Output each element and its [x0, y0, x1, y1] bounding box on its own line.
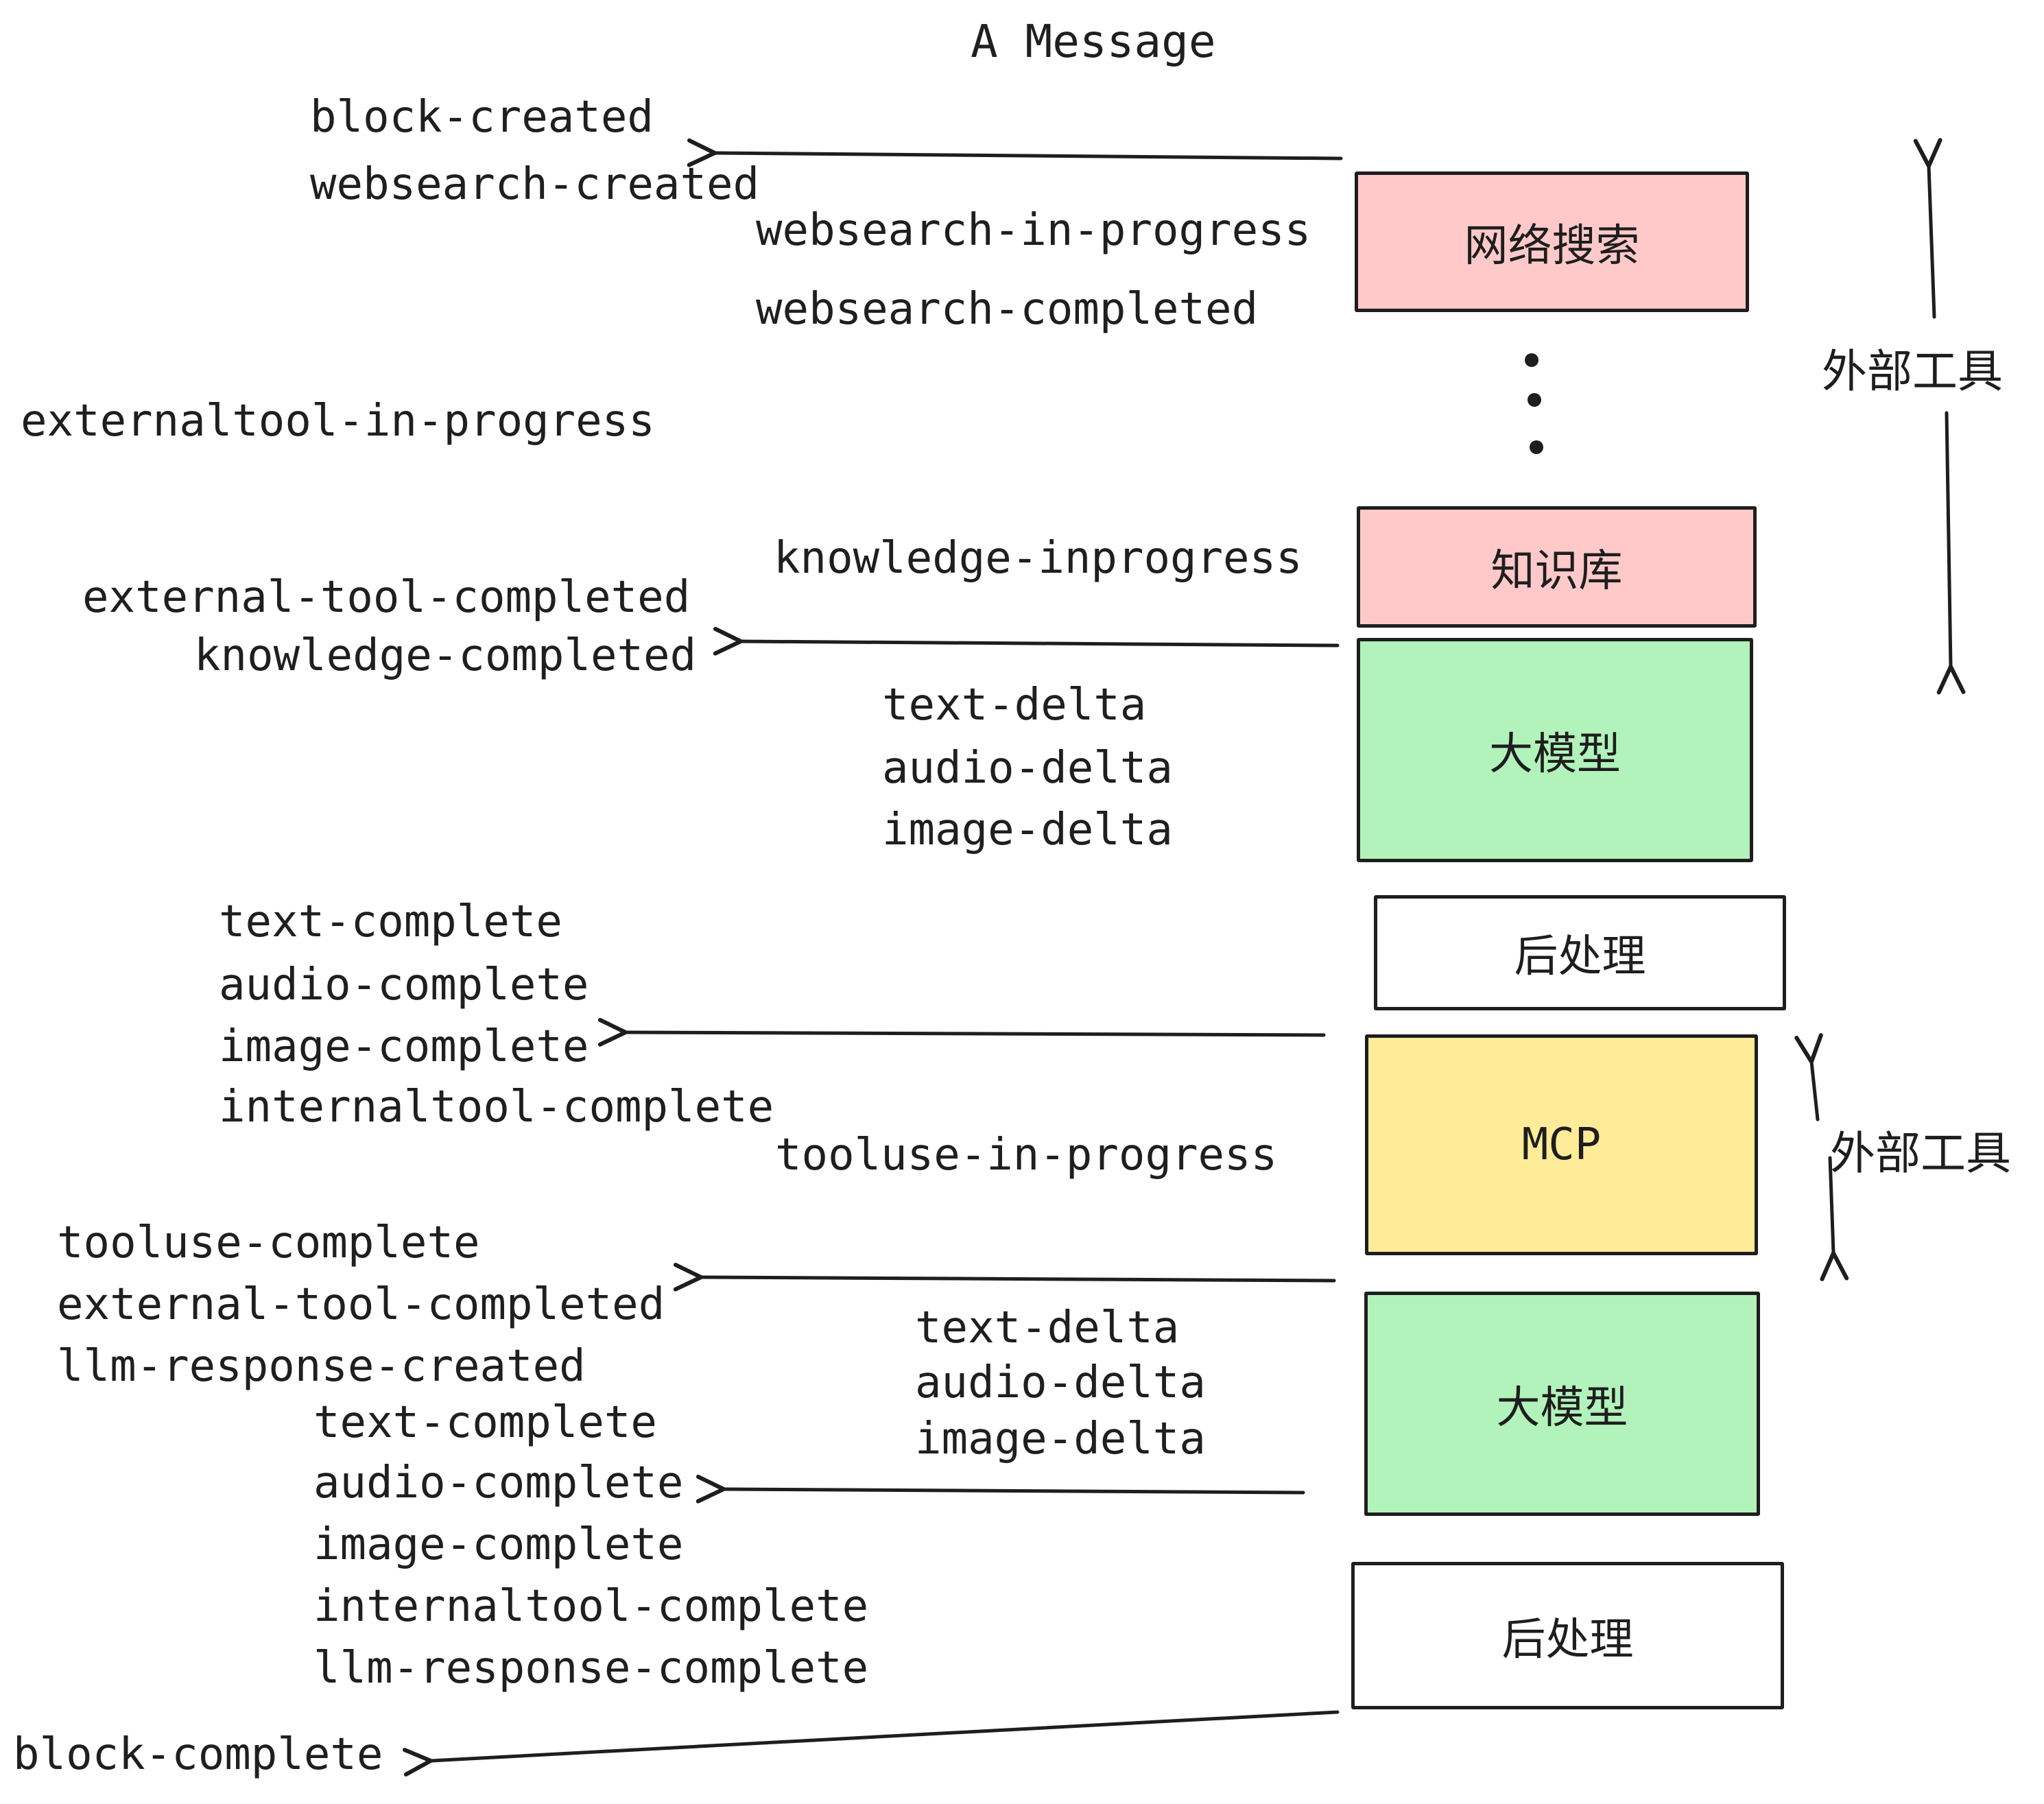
event-audio-delta-2: audio-delta [915, 1357, 1206, 1408]
event-llm-response-created: llm-response-created [57, 1341, 586, 1392]
event-tooluse-complete: tooluse-complete [57, 1218, 480, 1268]
arrow-to-audio-complete-2 [724, 1489, 1305, 1493]
event-audio-complete-1: audio-complete [219, 960, 589, 1010]
box-llm-2-label: 大模型 [1496, 1382, 1628, 1434]
box-postprocess-2-label: 后处理 [1501, 1614, 1634, 1665]
box-websearch: 网络搜索 [1355, 171, 1749, 312]
ellipsis-dots [1525, 353, 1543, 454]
diagram-title: A Message [971, 15, 1216, 68]
event-knowledge-inprogress: knowledge-inprogress [774, 533, 1303, 584]
external-tools-label-top: 外部工具 [1822, 345, 2003, 398]
box-mcp: MCP [1365, 1034, 1758, 1255]
box-postprocess-2: 后处理 [1351, 1562, 1784, 1709]
event-external-tool-completed-2: external-tool-completed [57, 1279, 665, 1330]
event-block-created: block-created [310, 92, 654, 143]
event-image-complete-1: image-complete [219, 1021, 589, 1072]
event-text-complete-2: text-complete [313, 1397, 657, 1448]
arrow-to-block-complete [431, 1710, 1340, 1761]
external-tools-up-arrow-1 [1929, 166, 1934, 319]
event-websearch-created: websearch-created [310, 159, 760, 210]
event-image-delta-1: image-delta [882, 805, 1173, 855]
arrow-to-tooluse-complete [701, 1277, 1336, 1281]
event-image-complete-2: image-complete [313, 1519, 684, 1570]
box-mcp-label: MCP [1521, 1119, 1602, 1170]
box-llm-1: 大模型 [1357, 638, 1753, 862]
event-websearch-in-progress: websearch-in-progress [756, 205, 1311, 256]
event-image-delta-2: image-delta [915, 1414, 1206, 1464]
event-llm-response-complete: llm-response-complete [313, 1643, 869, 1694]
box-knowledge: 知识库 [1357, 506, 1757, 628]
box-postprocess-1: 后处理 [1374, 895, 1786, 1010]
box-websearch-label: 网络搜索 [1464, 220, 1640, 272]
event-websearch-completed: websearch-completed [756, 284, 1259, 335]
event-internaltool-complete-1: internaltool-complete [219, 1082, 774, 1132]
event-text-delta-2: text-delta [915, 1303, 1180, 1353]
external-tools-label-mid: 外部工具 [1830, 1127, 2011, 1180]
external-tools-up-arrow-2 [1811, 1062, 1818, 1121]
event-audio-complete-2: audio-complete [313, 1458, 684, 1508]
arrow-to-image-complete [626, 1032, 1326, 1035]
event-audio-delta-1: audio-delta [882, 743, 1173, 794]
box-llm-1-label: 大模型 [1489, 728, 1621, 780]
event-internaltool-complete-2: internaltool-complete [313, 1581, 869, 1632]
external-tools-down-arrow-1 [1947, 411, 1951, 667]
event-external-tool-completed-1: external-tool-completed [82, 572, 691, 623]
event-text-delta-1: text-delta [882, 680, 1147, 731]
box-knowledge-label: 知识库 [1490, 545, 1623, 597]
event-knowledge-completed: knowledge-completed [194, 630, 697, 681]
arrow-to-knowledge-completed [741, 641, 1340, 645]
arrow-to-websearch-created [715, 153, 1343, 158]
event-text-complete-1: text-complete [219, 897, 562, 947]
event-externaltool-in-progress: externaltool-in-progress [21, 396, 655, 447]
box-llm-2: 大模型 [1364, 1292, 1760, 1516]
event-block-complete: block-complete [13, 1729, 383, 1780]
box-postprocess-1-label: 后处理 [1514, 931, 1646, 982]
event-tooluse-in-progress: tooluse-in-progress [775, 1130, 1278, 1180]
